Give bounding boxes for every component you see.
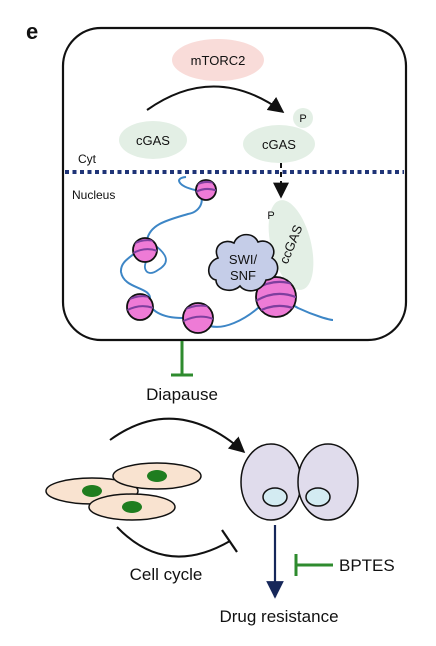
cycling-cell [112,462,202,490]
mtorc2-complex [172,39,264,81]
dna-strand-loop [144,242,167,274]
nucleosome [126,293,154,321]
phospho-label: P [299,113,306,125]
swi-snf-label-line2: SNF [230,268,256,283]
nucleosome [195,179,217,201]
cgas-cytoplasm [119,121,187,159]
nucleus-label: Nucleus [72,188,115,202]
ccgas-phospho-label: P [267,210,274,222]
panel-label: e [26,19,38,44]
cell-cycle-inhibition-bar [221,529,238,553]
phospho-group [293,108,313,128]
mtorc2-label: mTORC2 [191,53,246,68]
phosphorylation-arrow [146,85,285,113]
diapause-label: Diapause [146,385,218,404]
cytoplasm-label: Cyt [78,152,97,166]
nucleosome [132,237,158,263]
cgas-cytoplasm-label: cGAS [136,133,170,148]
cell-cycle-label: Cell cycle [130,565,203,584]
bptes-label: BPTES [339,556,395,575]
diapause-cell [297,443,359,521]
cgas-phosphorylated [243,125,315,163]
ccgas [268,200,314,290]
drug-resistance-label: Drug resistance [219,607,338,626]
cycling-cell [88,493,176,521]
swi-snf-label-line1: SWI/ [229,252,258,267]
diapause-cell [240,443,302,521]
cgas-phosphorylated-label: cGAS [262,137,296,152]
diapause-entry-arrow [109,417,246,454]
swi-snf-complex [207,233,279,292]
cell-cycle-inhibition-arc [116,526,231,558]
